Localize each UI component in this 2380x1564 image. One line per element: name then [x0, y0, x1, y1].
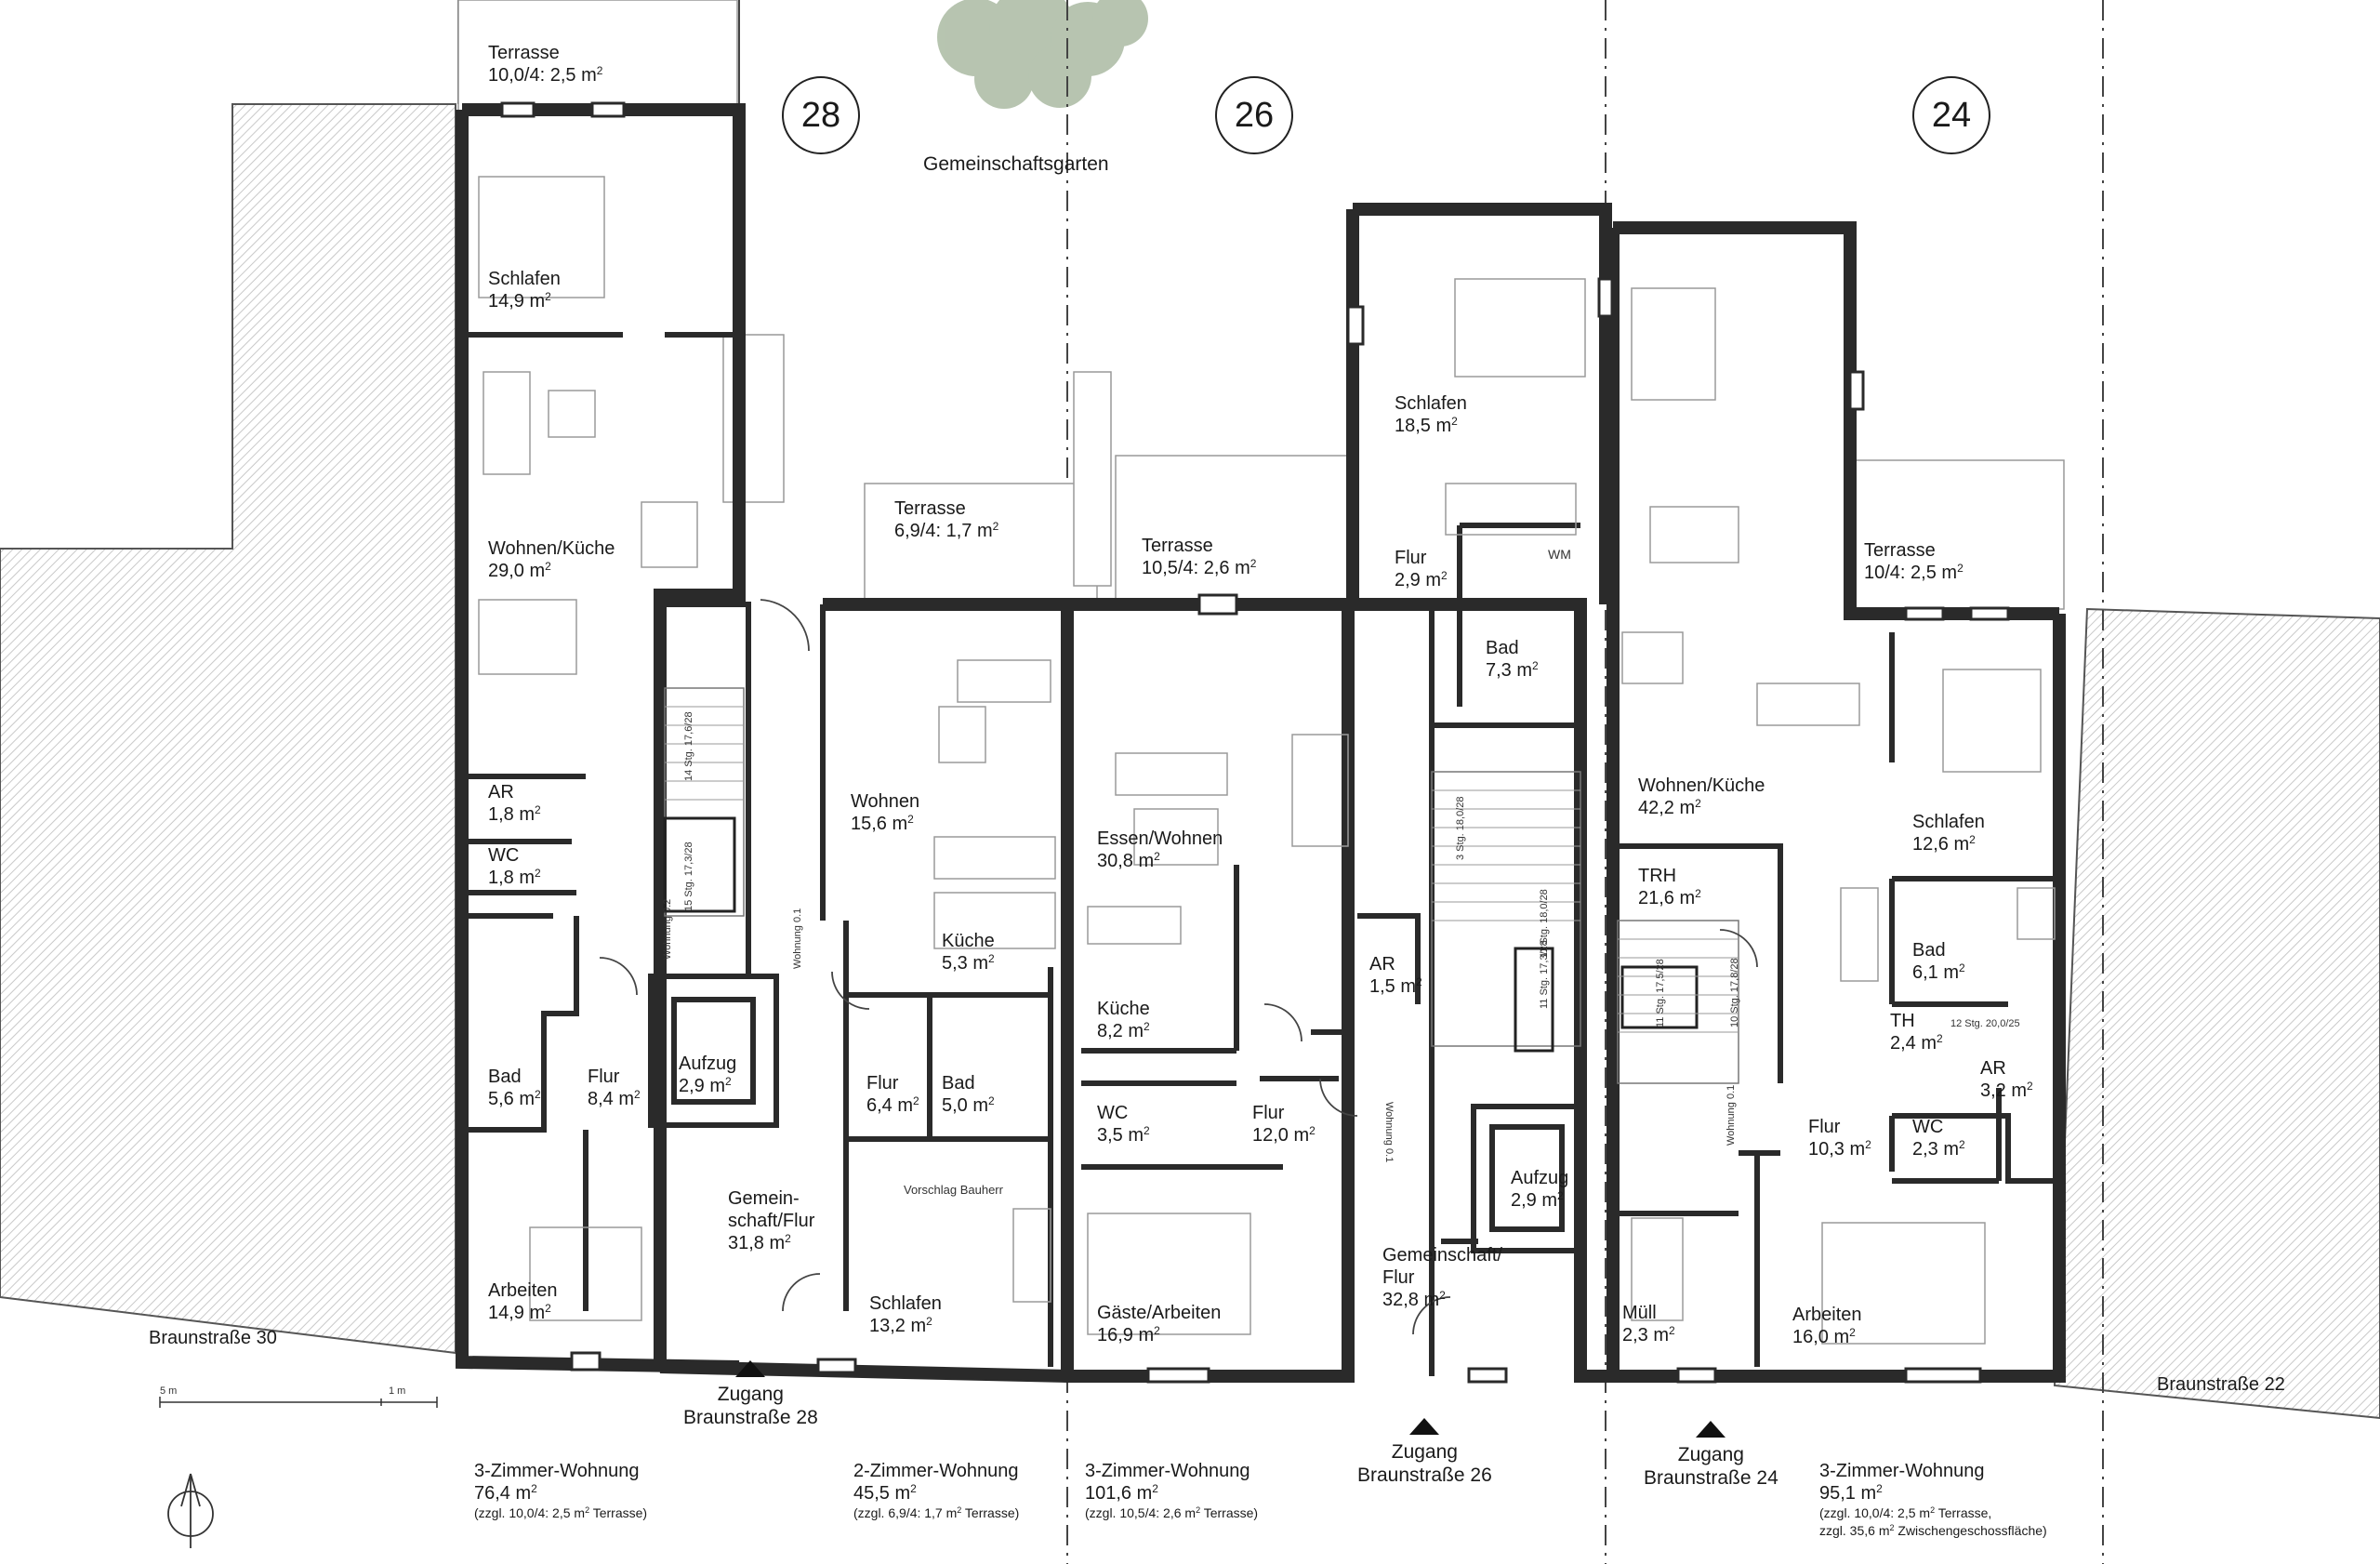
street-label-right: Braunstraße 22 [2157, 1374, 2285, 1395]
street-label-left: Braunstraße 30 [149, 1328, 277, 1348]
house-number-28: 28 [782, 76, 860, 154]
stair-label: 3 Stg. 18,0/28 [1455, 796, 1466, 861]
wohnung-01-label: Wohnung 0.1 [1383, 1102, 1395, 1163]
garden-label: Gemeinschaftsgarten [923, 153, 1109, 175]
entrance-arrow-icon [1696, 1421, 1726, 1438]
vorschlag-label: Vorschlag Bauherr [904, 1183, 1003, 1197]
unit-summary: 2-Zimmer-Wohnung 45,5 m2 (zzgl. 6,9/4: 1… [853, 1461, 1020, 1520]
house-number-26: 26 [1215, 76, 1293, 154]
tree-icon [937, 0, 1148, 109]
stair-28 [664, 687, 745, 917]
wohnung-01-label: Wohnung 0.1 [1726, 1084, 1737, 1146]
unit-summary: 3-Zimmer-Wohnung 76,4 m2 (zzgl. 10,0/4: … [474, 1461, 648, 1520]
stair-label: 10 Stg. 17,8/28 [1729, 958, 1740, 1027]
building-28-wall [456, 110, 740, 1373]
house-number-24: 24 [1912, 76, 1990, 154]
entrance-arrow-icon [1409, 1418, 1440, 1435]
wohnung-01-label: Wohnung 0.1 [792, 908, 803, 969]
terrace-28-top [457, 0, 738, 113]
stair-label: 11 Stg. 17,3/28 [1539, 940, 1550, 1009]
stair-label: 11 Stg. 17,5/28 [1655, 959, 1666, 1027]
unit-summary: 3-Zimmer-Wohnung 101,6 m2 (zzgl. 10,5/4:… [1085, 1461, 1259, 1520]
wohnung-02-label: Wohnung 0.2 [662, 898, 673, 960]
terrace-24 [1849, 459, 2065, 610]
terrace-26 [1115, 455, 1349, 601]
stair-label: 14 Stg. 17,6/28 [683, 711, 694, 781]
stair-26 [1431, 771, 1581, 1047]
unit-summary: 3-Zimmer-Wohnung 95,1 m2 (zzgl. 10,0/4: … [1819, 1461, 2047, 1538]
stair-label: 15 Stg. 17,3/28 [683, 842, 694, 911]
north-arrow-icon [167, 1473, 214, 1548]
stair-24 [1617, 920, 1739, 1084]
entrance-arrow-icon [735, 1360, 766, 1377]
terrace-28-inner [864, 483, 1098, 601]
scale-label-right: 1 m [389, 1385, 406, 1397]
wm-label: WM [1548, 547, 1571, 562]
door-arc [760, 599, 810, 652]
scale-label-left: 5 m [160, 1385, 178, 1397]
scale-bar [159, 1397, 438, 1408]
stair-label: 12 Stg. 20,0/25 [1950, 1018, 2020, 1029]
neighbor-building-left [0, 103, 456, 1355]
